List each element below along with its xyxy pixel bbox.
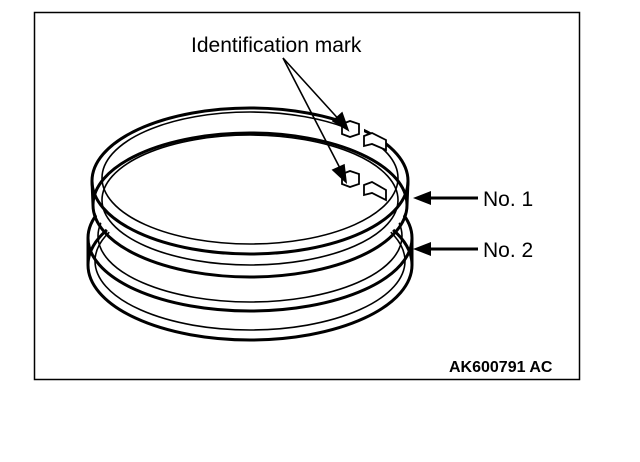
ring-no-2-label: No. 2 <box>483 239 533 262</box>
identification-leaders <box>282 57 350 185</box>
ring-label-arrows <box>413 191 478 256</box>
figure-code: AK600791 AC <box>449 359 553 376</box>
ring-mask <box>93 127 407 273</box>
ring-no-1 <box>90 106 410 279</box>
ring-no-1-label: No. 1 <box>483 188 533 211</box>
identification-mark-label: Identification mark <box>191 34 362 57</box>
